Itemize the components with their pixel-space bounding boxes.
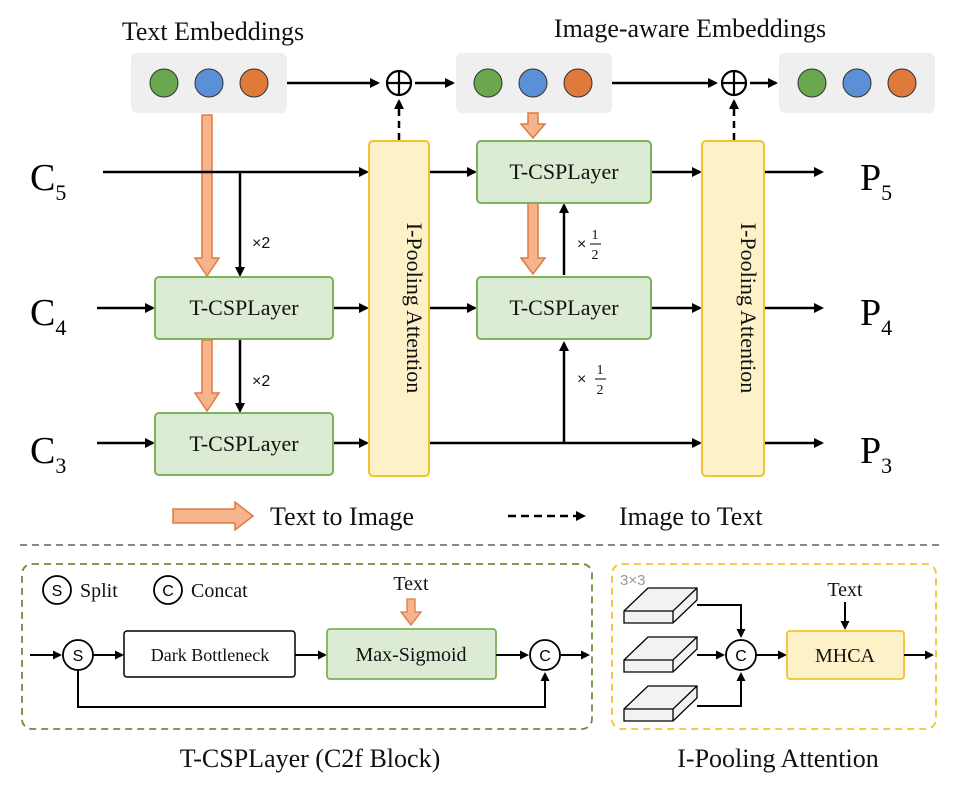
t-csplayer-block-mid-top: T-CSPLayer <box>476 140 652 204</box>
split-node: S <box>62 639 94 671</box>
image-aware-embeddings-box-2 <box>779 53 935 113</box>
text-to-image-arrow <box>193 114 221 278</box>
text-to-image-arrow <box>519 202 547 276</box>
output-p5-label: P5 <box>860 157 892 205</box>
concat-node: C <box>725 639 757 671</box>
image-aware-embeddings-box-1 <box>456 53 612 113</box>
t-csplayer-detail-frame <box>21 563 593 730</box>
svg-text:Image to Text: Image to Text <box>619 502 763 531</box>
t-csplayer-block-c4: T-CSPLayer <box>154 276 334 340</box>
legend-text-to-image: Text to Image <box>172 500 414 532</box>
svg-text:S: S <box>52 583 63 600</box>
embedding-dot-orange <box>563 68 593 98</box>
input-c4-label: C4 <box>30 292 66 340</box>
input-c3-label: C3 <box>30 430 66 478</box>
text-input-label: Text <box>827 579 863 601</box>
svg-text:2: 2 <box>597 383 604 398</box>
legend-split: S Split <box>42 575 118 605</box>
i-pooling-attention-block-2: I-Pooling Attention <box>701 140 765 477</box>
svg-text:I-Pooling Attention: I-Pooling Attention <box>736 223 761 394</box>
embedding-dot-green <box>149 68 179 98</box>
embedding-dot-orange <box>239 68 269 98</box>
feature-map-icon <box>623 587 698 624</box>
svg-text:T-CSPLayer: T-CSPLayer <box>509 159 619 184</box>
text-embeddings-label: Text Embeddings <box>122 17 304 46</box>
embedding-dot-orange <box>887 68 917 98</box>
svg-text:1: 1 <box>597 363 604 378</box>
add-icon <box>720 69 748 97</box>
legend-image-to-text: Image to Text <box>508 502 763 531</box>
dark-bottleneck-block: Dark Bottleneck <box>123 630 296 678</box>
i-pooling-caption: I-Pooling Attention <box>677 744 879 773</box>
svg-text:C: C <box>735 648 747 665</box>
mhca-block: MHCA <box>786 630 905 680</box>
text-to-image-arrow <box>519 112 547 140</box>
concat-icon <box>153 575 183 605</box>
embedding-dot-green <box>473 68 503 98</box>
max-sigmoid-block: Max-Sigmoid <box>326 628 497 680</box>
image-aware-embeddings-label: Image-aware Embeddings <box>554 14 826 43</box>
split-icon <box>42 575 72 605</box>
text-input-label: Text <box>393 573 429 595</box>
svg-text:I-Pooling Attention: I-Pooling Attention <box>402 223 427 394</box>
feature-map-icon <box>623 636 698 673</box>
legend-concat: C Concat <box>153 575 248 605</box>
multiplier-x2: ×2 <box>252 235 270 252</box>
svg-text:×: × <box>577 371 586 388</box>
embedding-dot-green <box>797 68 827 98</box>
svg-text:C: C <box>162 583 174 600</box>
input-c5-label: C5 <box>30 157 66 205</box>
svg-text:×: × <box>577 236 586 253</box>
svg-text:Text to Image: Text to Image <box>270 502 414 531</box>
flow-arrow <box>697 672 746 707</box>
feature-map-icon <box>623 685 698 722</box>
text-embeddings-box <box>131 53 287 113</box>
i-pooling-attention-block-1: I-Pooling Attention <box>368 140 430 477</box>
svg-text:1: 1 <box>592 228 599 243</box>
add-icon <box>385 69 413 97</box>
svg-text:Concat: Concat <box>191 580 248 602</box>
output-p3-label: P3 <box>860 430 892 478</box>
multiplier-x-half: × 1 2 <box>577 228 601 263</box>
svg-text:2: 2 <box>592 248 599 263</box>
t-csplayer-block-c3: T-CSPLayer <box>154 412 334 476</box>
t-csplayer-block-mid-bottom: T-CSPLayer <box>476 276 652 340</box>
svg-text:T-CSPLayer: T-CSPLayer <box>189 295 299 320</box>
embedding-dot-blue <box>194 68 224 98</box>
multiplier-x2: ×2 <box>252 373 270 390</box>
svg-text:C: C <box>539 648 551 665</box>
svg-text:Dark Bottleneck: Dark Bottleneck <box>151 645 269 665</box>
output-p4-label: P4 <box>860 292 892 340</box>
svg-text:S: S <box>73 648 84 665</box>
kernel-size-note: 3×3 <box>620 572 645 589</box>
orange-arrow-icon <box>172 500 255 532</box>
flow-arrow <box>697 604 746 638</box>
svg-text:T-CSPLayer: T-CSPLayer <box>189 431 299 456</box>
embedding-dot-blue <box>518 68 548 98</box>
svg-text:T-CSPLayer: T-CSPLayer <box>509 295 619 320</box>
svg-text:MHCA: MHCA <box>815 645 876 667</box>
skip-connection-arrow <box>77 670 550 708</box>
text-to-image-arrow <box>193 339 221 413</box>
svg-text:Split: Split <box>80 580 118 602</box>
multiplier-x-half: × 1 2 <box>577 363 606 398</box>
concat-node: C <box>529 639 561 671</box>
embedding-dot-blue <box>842 68 872 98</box>
t-csplayer-caption: T-CSPLayer (C2f Block) <box>180 744 440 773</box>
svg-text:Max-Sigmoid: Max-Sigmoid <box>355 644 466 666</box>
text-to-image-arrow <box>399 598 423 627</box>
